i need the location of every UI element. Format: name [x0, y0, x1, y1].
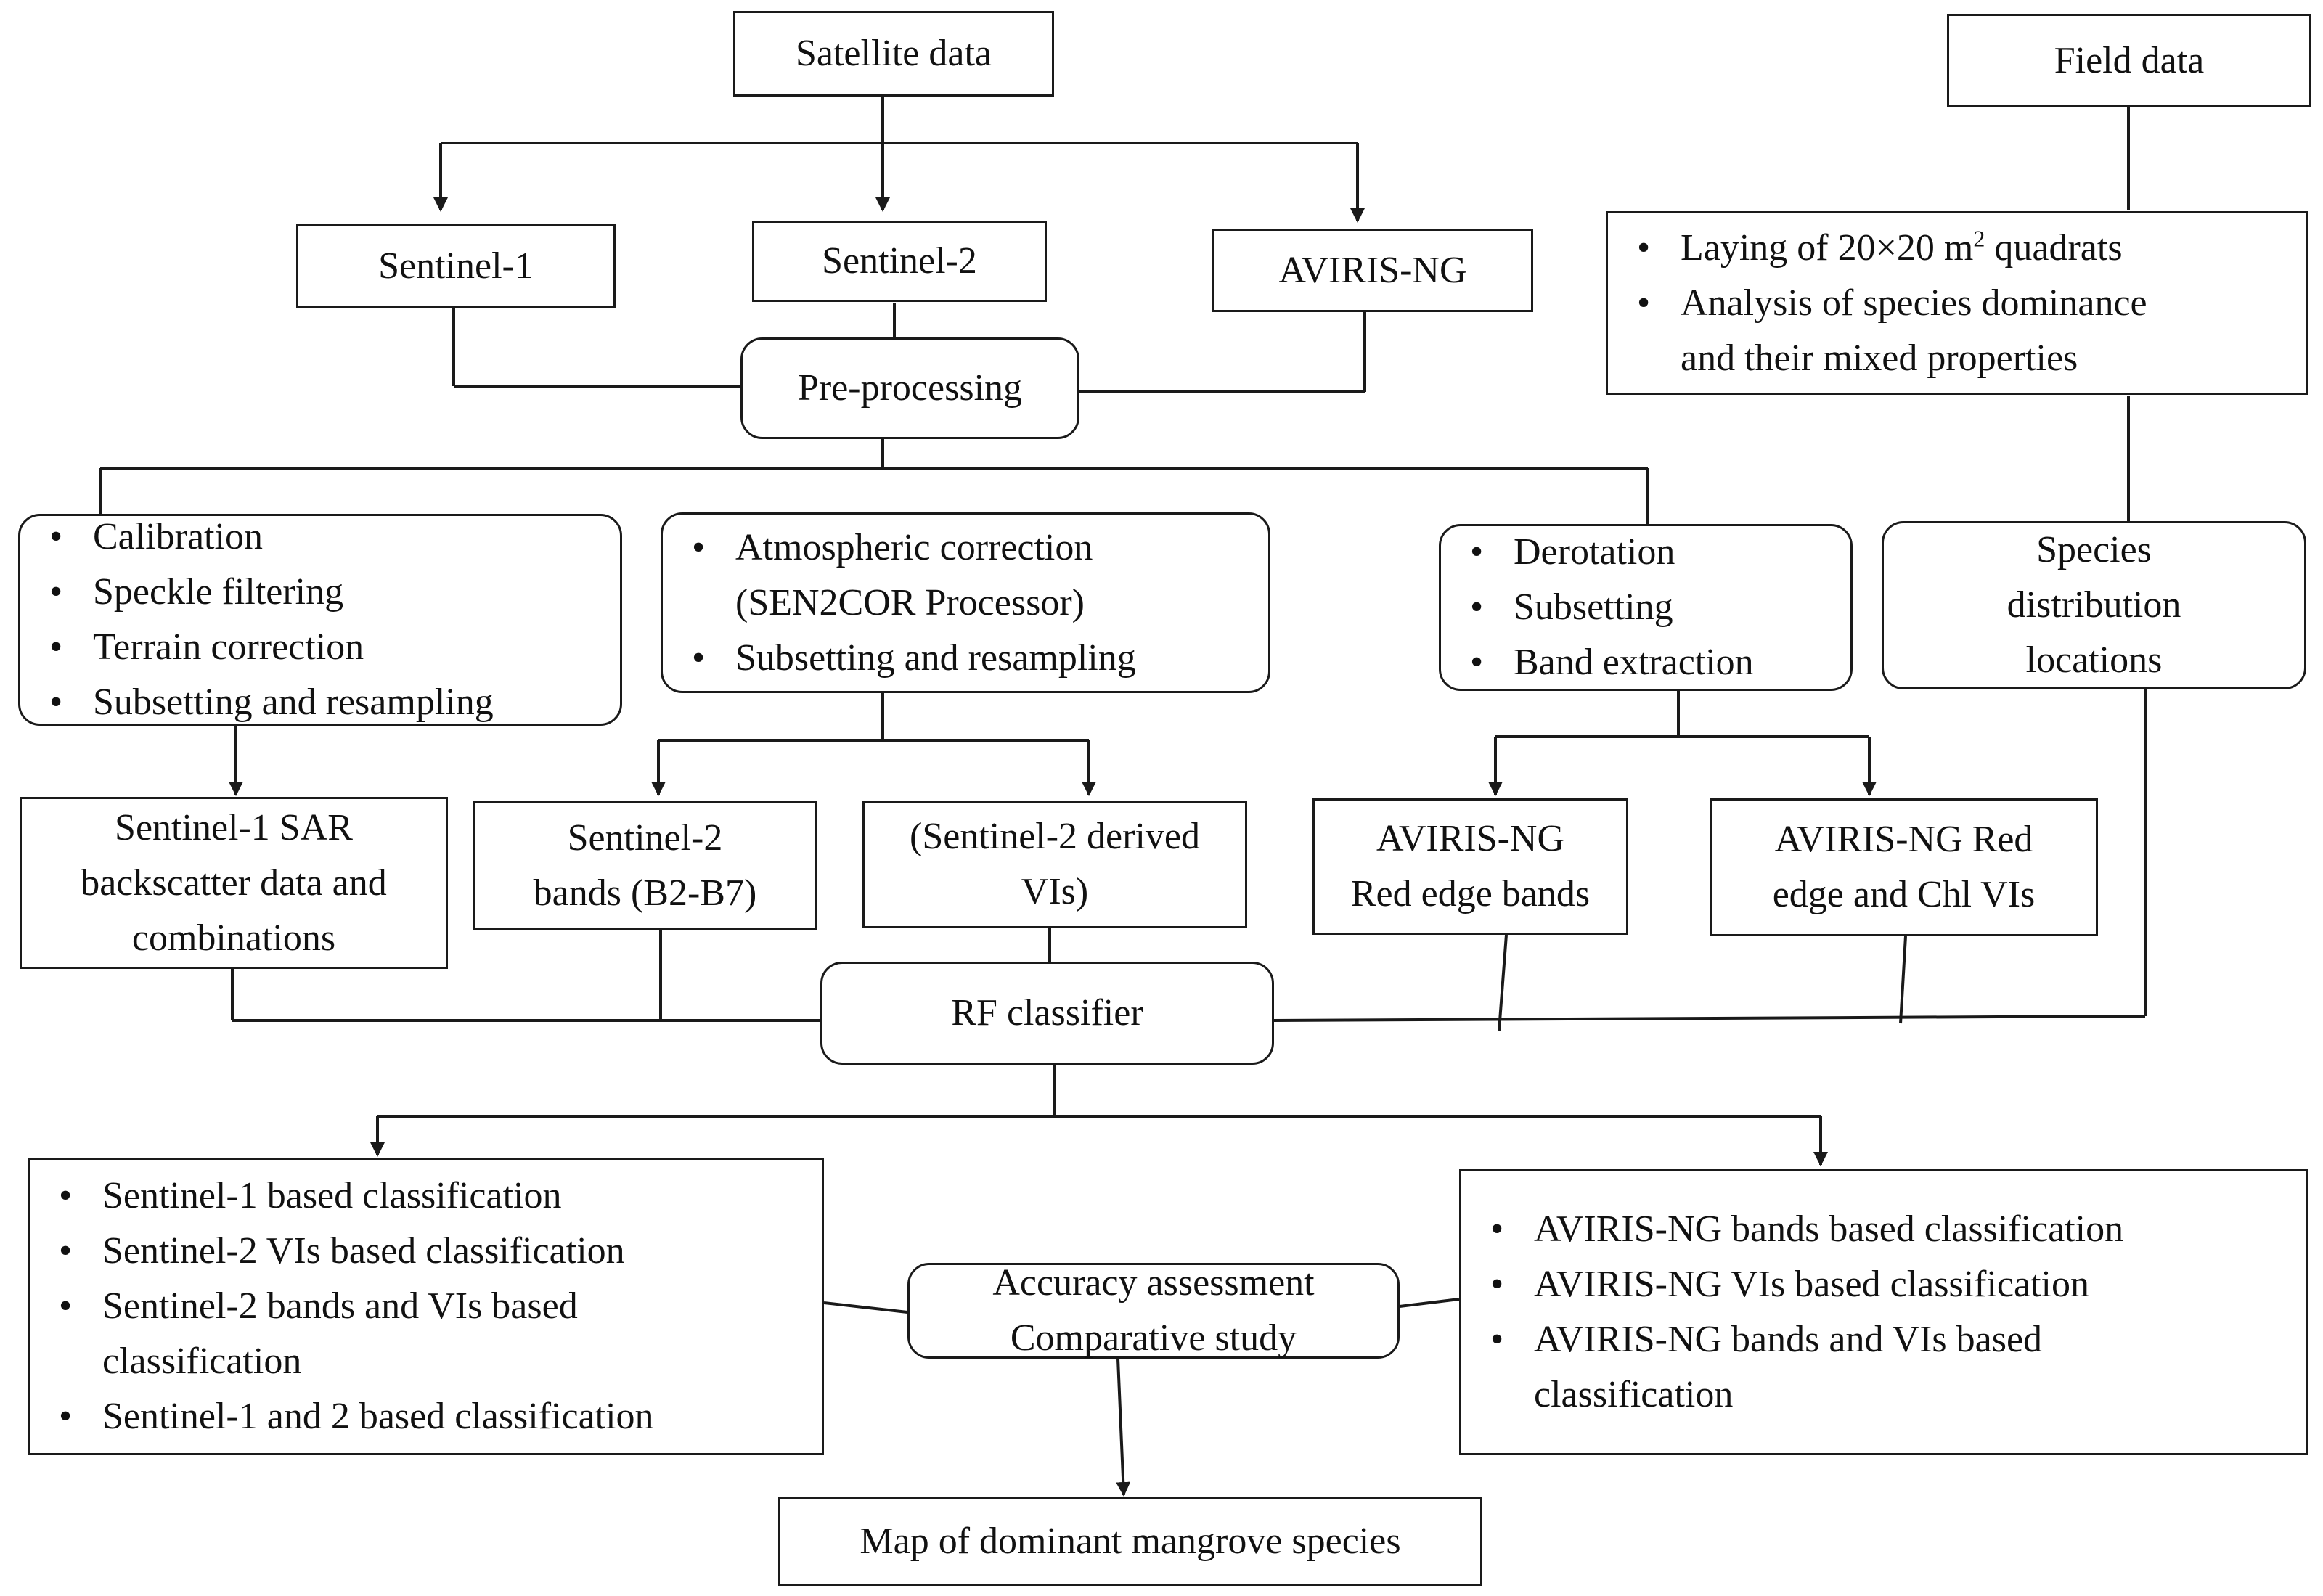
aviris-rededge-line: Red edge bands	[1350, 873, 1591, 914]
sentinel2-bands-line: Sentinel-2	[567, 817, 723, 859]
aviris-chl-line: AVIRIS-NG Red	[1774, 819, 2033, 860]
sentinel2-processing-box: Atmospheric correction(SEN2COR Processor…	[661, 512, 1270, 693]
rf-classifier-box: RF classifier	[820, 962, 1274, 1065]
list-item: AVIRIS-NG bands and VIs basedclassificat…	[1461, 1312, 2123, 1423]
field-data-box: Field data	[1947, 14, 2311, 107]
sentinel2-box: Sentinel-2	[752, 221, 1047, 302]
sentinel1-output-box: Sentinel-1 SAR backscatter data and comb…	[20, 797, 448, 969]
list-item: Sentinel-2 VIs based classification	[30, 1224, 654, 1279]
species-locations-box: Species distribution locations	[1882, 521, 2306, 689]
list-item: Subsetting	[1441, 580, 1754, 635]
list-item: Sentinel-1 based classification	[30, 1169, 654, 1224]
preprocessing-label: Pre-processing	[797, 367, 1023, 409]
sentinel2-label: Sentinel-2	[822, 240, 977, 282]
species-locations-line: Species	[2036, 529, 2152, 570]
sentinel2-bands-line: bands (B2-B7)	[533, 872, 757, 914]
list-item: Terrain correction	[20, 620, 494, 675]
list-item: Atmospheric correction(SEN2COR Processor…	[663, 520, 1136, 631]
aviris-results-list: AVIRIS-NG bands based classification AVI…	[1461, 1202, 2123, 1423]
list-item: Laying of 20×20 m2 quadrats	[1608, 221, 2147, 276]
list-item: Band extraction	[1441, 635, 1754, 690]
aviris-label: AVIRIS-NG	[1278, 249, 1467, 291]
list-item: Subsetting and resampling	[20, 675, 494, 730]
preprocessing-box: Pre-processing	[740, 337, 1079, 439]
aviris-rededge-box: AVIRIS-NG Red edge bands	[1312, 798, 1628, 935]
species-locations-line: distribution	[2006, 584, 2181, 626]
sentinel1-box: Sentinel-1	[296, 224, 616, 308]
field-steps-box: Laying of 20×20 m2 quadrats Analysis of …	[1606, 211, 2308, 395]
list-item: AVIRIS-NG VIs based classification	[1461, 1257, 2123, 1312]
list-item: Calibration	[20, 510, 494, 565]
accuracy-line: Accuracy assessment	[992, 1262, 1315, 1304]
aviris-rededge-line: AVIRIS-NG	[1376, 818, 1565, 859]
aviris-chl-line: edge and Chl VIs	[1772, 874, 2036, 915]
sentinel1-output-line: Sentinel-1 SAR	[115, 806, 353, 848]
aviris-results-box: AVIRIS-NG bands based classification AVI…	[1459, 1169, 2308, 1455]
final-map-label: Map of dominant mangrove species	[860, 1521, 1401, 1562]
list-item: Sentinel-1 and 2 based classification	[30, 1389, 654, 1444]
species-locations-line: locations	[2025, 639, 2163, 681]
sentinel-results-list: Sentinel-1 based classification Sentinel…	[30, 1169, 654, 1444]
aviris-processing-list: Derotation Subsetting Band extraction	[1441, 525, 1754, 690]
aviris-processing-box: Derotation Subsetting Band extraction	[1439, 524, 1853, 691]
sentinel2-vis-line: (Sentinel-2 derived	[910, 816, 1200, 857]
sentinel1-processing-list: Calibration Speckle filtering Terrain co…	[20, 510, 494, 730]
field-data-label: Field data	[2054, 39, 2205, 81]
satellite-data-label: Satellite data	[795, 33, 992, 74]
list-item: Sentinel-2 bands and VIs basedclassifica…	[30, 1279, 654, 1389]
rf-classifier-label: RF classifier	[951, 992, 1143, 1034]
list-item: Derotation	[1441, 525, 1754, 580]
aviris-box: AVIRIS-NG	[1212, 229, 1533, 312]
satellite-data-box: Satellite data	[733, 11, 1054, 97]
accuracy-box: Accuracy assessment Comparative study	[907, 1262, 1400, 1359]
aviris-chl-box: AVIRIS-NG Red edge and Chl VIs	[1710, 798, 2098, 936]
sentinel-results-box: Sentinel-1 based classification Sentinel…	[28, 1158, 824, 1455]
sentinel1-processing-box: Calibration Speckle filtering Terrain co…	[18, 510, 622, 730]
sentinel1-label: Sentinel-1	[378, 245, 534, 287]
final-map-box: Map of dominant mangrove species	[778, 1497, 1482, 1586]
sentinel2-processing-list: Atmospheric correction(SEN2COR Processor…	[663, 520, 1136, 686]
sentinel2-bands-box: Sentinel-2 bands (B2-B7)	[473, 801, 817, 930]
list-item: Speckle filtering	[20, 565, 494, 620]
sentinel2-vis-box: (Sentinel-2 derived VIs)	[862, 801, 1247, 928]
field-steps-list: Laying of 20×20 m2 quadrats Analysis of …	[1608, 221, 2147, 386]
sentinel1-output-line: combinations	[131, 917, 336, 959]
list-item: Subsetting and resampling	[663, 631, 1136, 686]
sentinel1-output-line: backscatter data and	[81, 862, 387, 904]
accuracy-line: Comparative study	[1010, 1317, 1297, 1359]
sentinel2-vis-line: VIs)	[1021, 871, 1089, 912]
list-item: AVIRIS-NG bands based classification	[1461, 1202, 2123, 1257]
